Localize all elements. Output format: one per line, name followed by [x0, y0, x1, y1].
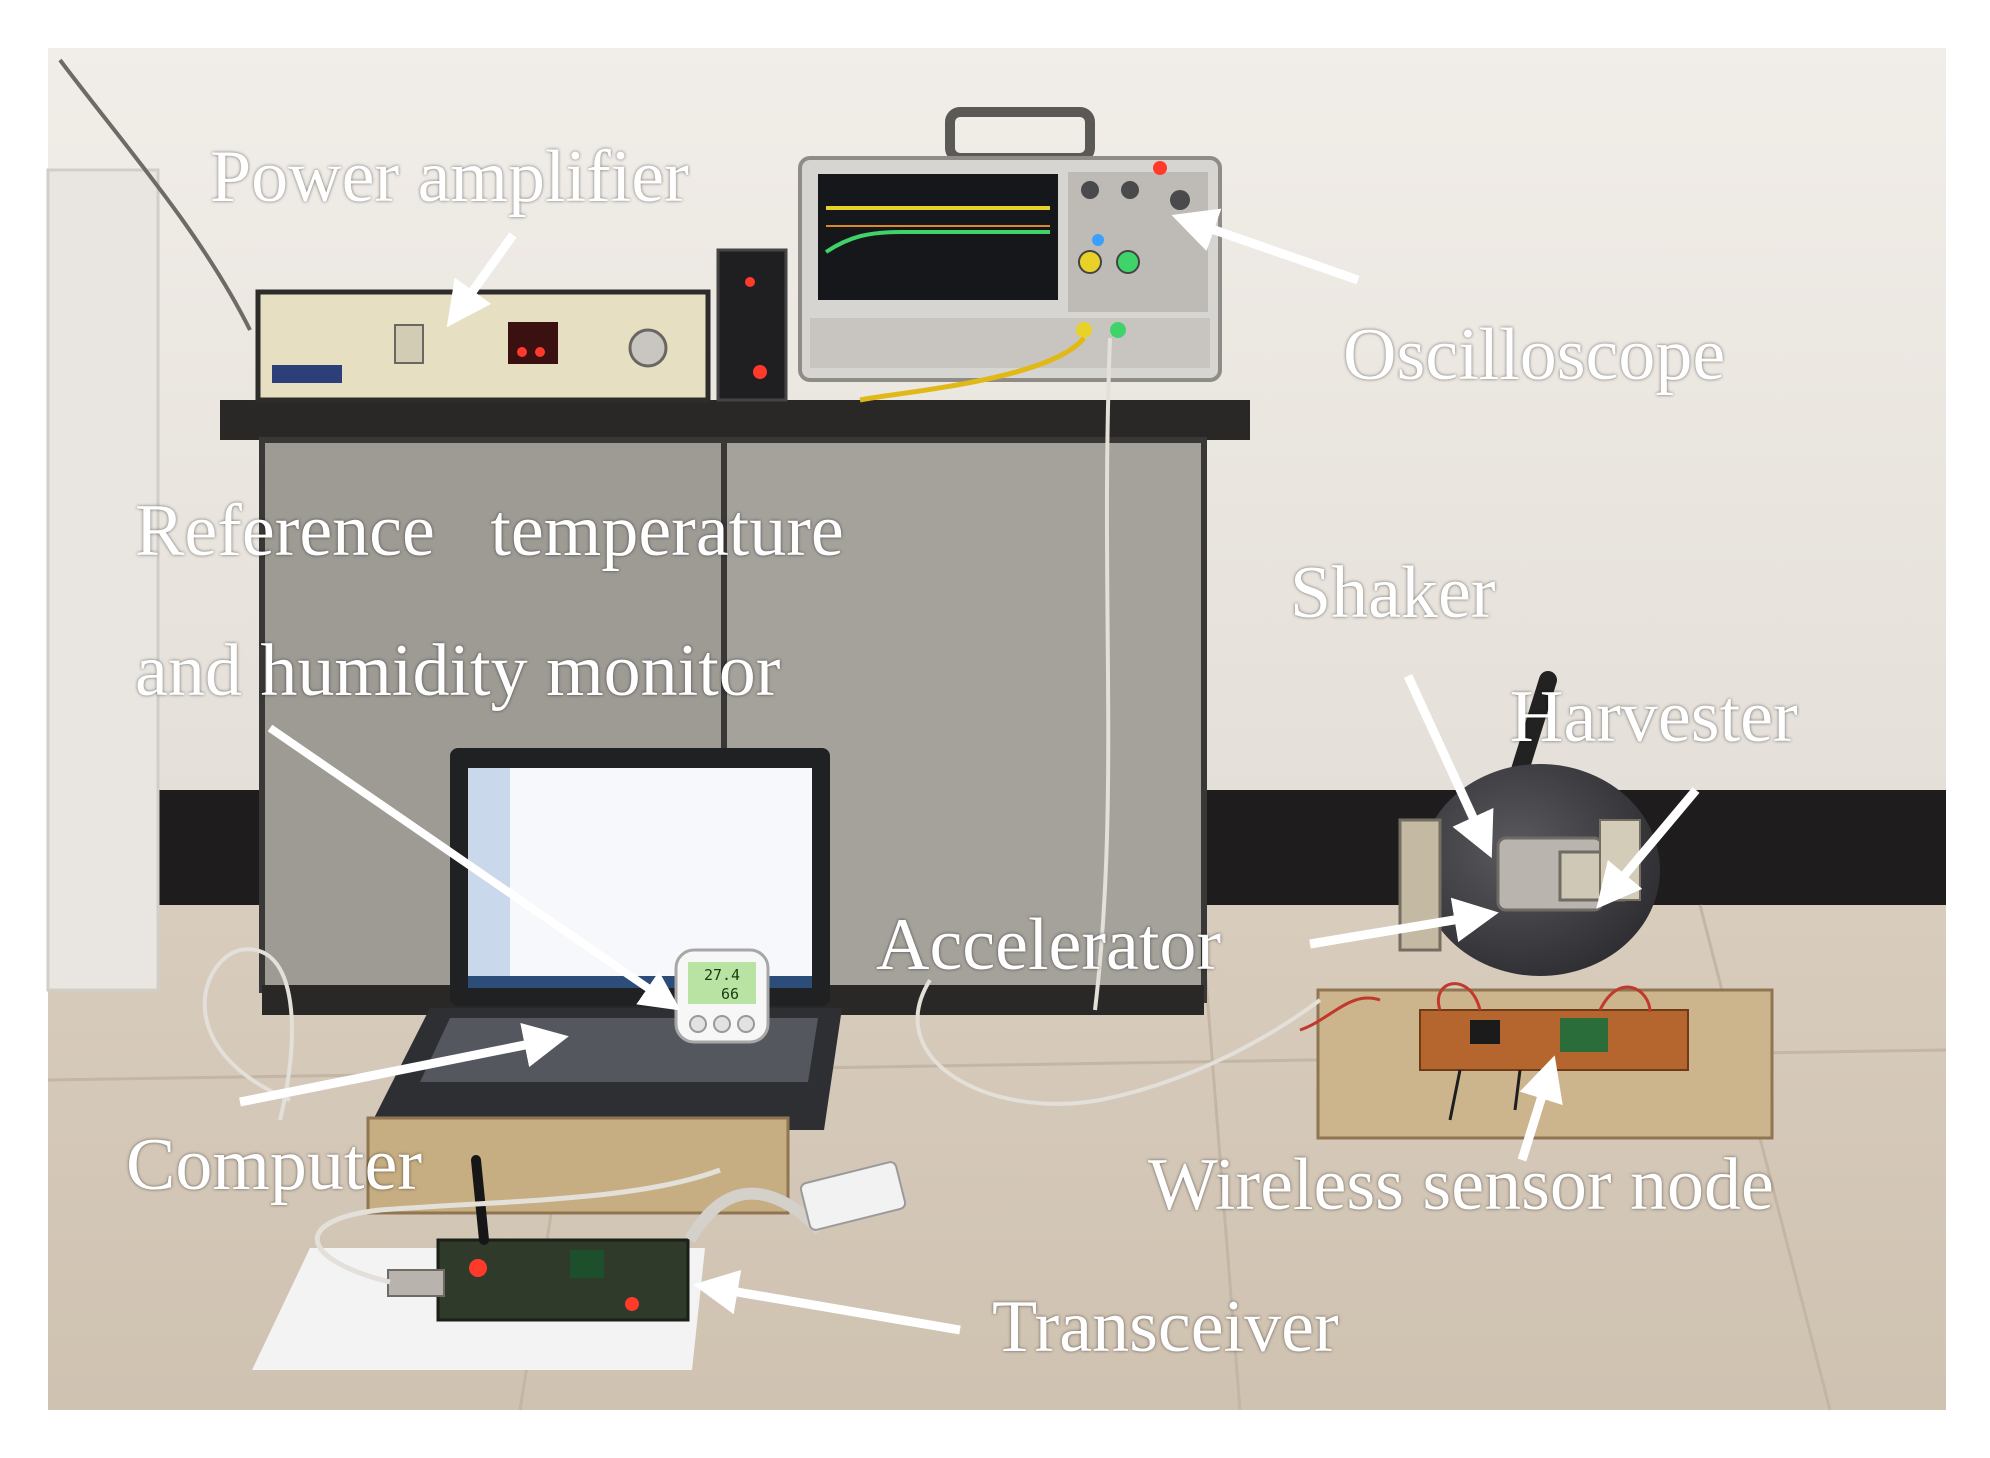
- label-transceiver: Transceiver: [992, 1286, 1339, 1368]
- scope-probe-port: [1110, 322, 1126, 338]
- annotation-arrows: [239, 208, 1700, 1335]
- label-reference-line1: Reference temperature: [135, 490, 844, 572]
- monitor-button: [689, 1015, 707, 1033]
- sensor-node-wires: [1299, 982, 1652, 1032]
- scope-probe-cable: [859, 336, 1086, 403]
- controller-led: [753, 365, 767, 379]
- power-amplifier-led: [535, 347, 545, 357]
- label-power-amplifier: Power amplifier: [210, 136, 689, 218]
- scope-knob: [1081, 181, 1099, 199]
- controller-led: [745, 277, 755, 287]
- small-controller-box: [716, 248, 788, 402]
- scope-led: [1153, 161, 1167, 175]
- arrow-shaker: [1403, 674, 1494, 859]
- power-amplifier-knob: [628, 328, 668, 368]
- usb-cable: [314, 1167, 721, 1285]
- scope-knob: [1121, 181, 1139, 199]
- transceiver-pcb: [436, 1238, 690, 1322]
- arrow-accelerator: [1309, 897, 1499, 949]
- transceiver-antenna: [471, 1155, 489, 1245]
- transceiver: [252, 1155, 907, 1370]
- scope-button-blue: [1092, 234, 1104, 246]
- shaker-handle: [1511, 671, 1557, 779]
- cabinet-top: [220, 400, 1250, 440]
- transceiver-connector: [387, 1269, 445, 1297]
- power-amplifier: [255, 289, 711, 403]
- oscilloscope: [798, 107, 1222, 1011]
- laptop-computer: [366, 748, 842, 1215]
- sensor-node-pcb: [1419, 1009, 1689, 1071]
- arrow-oscilloscope: [1171, 208, 1360, 285]
- monitor-lcd: [688, 962, 756, 1004]
- transceiver-led: [625, 1297, 639, 1311]
- arrow-power-amplifier: [446, 232, 517, 328]
- scope-probe-cable: [1093, 337, 1112, 1011]
- temperature-humidity-monitor: 27.4 66: [674, 948, 770, 1044]
- label-accelerator: Accelerator: [876, 904, 1222, 986]
- floor-cable: [202, 947, 294, 1121]
- arrow-wireless-sensor-node: [1517, 1055, 1563, 1162]
- label-harvester: Harvester: [1510, 676, 1798, 758]
- arrow-harvester: [1596, 787, 1700, 909]
- scope-knob: [1170, 190, 1190, 210]
- monitor-humidity-readout: 66: [721, 985, 739, 1003]
- laptop-stand-box: [366, 1116, 790, 1215]
- label-oscilloscope: Oscilloscope: [1343, 314, 1726, 396]
- sensor-node-module: [1470, 1020, 1500, 1044]
- arrow-transceiver: [693, 1269, 961, 1335]
- shaker-assembly: [1316, 671, 1774, 1140]
- arrow-reference-monitor: [267, 724, 681, 1011]
- power-amplifier-display: [508, 322, 558, 364]
- label-computer: Computer: [126, 1124, 422, 1206]
- label-shaker: Shaker: [1290, 552, 1496, 634]
- power-amplifier-logo: [272, 365, 342, 383]
- label-wireless-sensor-node: Wireless sensor node: [1148, 1144, 1774, 1226]
- transceiver-led: [469, 1259, 487, 1277]
- transceiver-ribbon-cable: [684, 1187, 825, 1244]
- usb-programmer: [799, 1161, 907, 1231]
- sensor-node-wires: [1448, 1069, 1522, 1121]
- wall-cable: [58, 58, 252, 331]
- scope-channel-knob-green: [1116, 250, 1140, 274]
- power-amplifier-switch: [394, 324, 424, 364]
- monitor-button: [713, 1015, 731, 1033]
- scope-probe-port: [1076, 322, 1092, 338]
- power-amplifier-led: [517, 347, 527, 357]
- sensor-node-module: [1560, 1018, 1608, 1052]
- monitor-temperature-readout: 27.4: [704, 966, 740, 984]
- label-reference-line2: and humidity monitor: [135, 630, 781, 712]
- monitor-button: [737, 1015, 755, 1033]
- floor-cable: [915, 978, 1322, 1106]
- left-door-frame: [46, 168, 160, 992]
- arrow-computer: [239, 1022, 569, 1107]
- transceiver-chip: [570, 1250, 604, 1278]
- scope-channel-knob-yellow: [1078, 250, 1102, 274]
- scope-trace-green: [824, 230, 1050, 254]
- scope-bottom-bar: [810, 318, 1210, 368]
